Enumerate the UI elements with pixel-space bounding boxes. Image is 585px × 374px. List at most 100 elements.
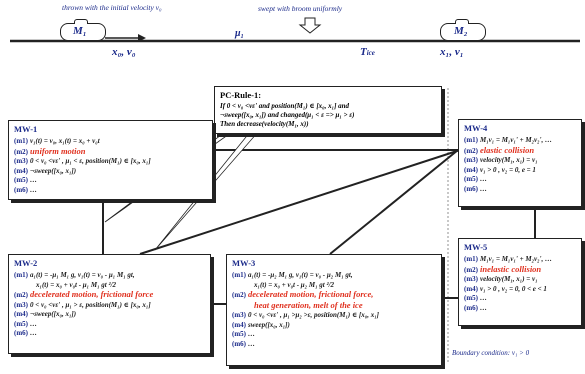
stone-m2-handle — [455, 19, 469, 24]
mw1-row: (m3)0 < v₀ <vε' , μ₁ < ε, position(M₁) ∈… — [14, 157, 207, 167]
mw1-row: (m4)¬sweep([x₀, x₁]) — [14, 167, 207, 177]
pc-rule-line: ¬sweep([x₀, x₁]) and changed(μ₁ < ε => μ… — [220, 111, 355, 119]
row-tag: (m1) — [14, 271, 28, 279]
mw2-row: (m5)… — [14, 320, 205, 330]
mw1-row: (m2)uniform motion — [14, 147, 207, 158]
row-tag: (m5) — [232, 330, 246, 338]
mw5-row: (m3)velocity(M₁, x₁) = v₁ — [464, 275, 576, 285]
mw1-row: (m5)… — [14, 176, 207, 186]
mw-1-box: MW-1 (m1)v₁(t) = v₀, x₁(t) = x₀ + v₀t(m2… — [8, 120, 213, 200]
row-tag: (m2) — [232, 291, 246, 299]
mw5-row: (m2)inelastic collision — [464, 265, 576, 276]
mw3-row: (m4)sweep([x₀, x₁]) — [232, 321, 436, 331]
row-tag: (m6) — [232, 339, 246, 348]
mw-5-title: MW-5 — [464, 242, 488, 252]
stone-m2: M₂ — [440, 23, 486, 41]
mw2-row: x₁(t) = x₀ + v₀t - μ₁ M₁ gt ²/2 — [14, 281, 205, 291]
pc-rule-line: Then decrease(velocity(M₁, x)) — [220, 120, 309, 128]
row-text: M₁v₁ = M₁v₁' + M₂v₂', … — [480, 255, 553, 263]
row-tag: (m4) — [14, 310, 28, 318]
row-text: sweep([x₀, x₁]) — [248, 320, 290, 329]
row-tag: (m3) — [14, 300, 28, 309]
mw4-row: (m4)v₁ > 0 , v₂ = 0, e = 1 — [464, 166, 576, 176]
row-tag: (m4) — [232, 320, 246, 329]
row-tag: (m1) — [464, 136, 478, 144]
mw2-row: (m1)a₁(t) = -μ₁ M₁ g, v₁(t) = v₀ - μ₁ M₁… — [14, 271, 205, 281]
start-position-label: x₀, v₀ — [112, 46, 136, 58]
row-tag: (m3) — [464, 275, 478, 283]
row-text: 0 < v₀ <vε' , μ₁ >μ₂ >ε, position(M₁) ∈ … — [248, 311, 379, 319]
row-text: … — [248, 339, 255, 348]
row-text: inelastic collision — [480, 264, 542, 274]
initial-velocity-caption: thrown with the initial velocity v₀ — [62, 3, 162, 12]
row-tag: (m6) — [464, 303, 478, 312]
row-text: v₁(t) = v₀, x₁(t) = x₀ + v₀t — [30, 137, 100, 145]
mw-4-title: MW-4 — [464, 123, 488, 133]
row-tag: (m5) — [14, 176, 28, 184]
row-tag: (m1) — [232, 271, 246, 279]
boundary-condition-label: Boundary condition: v₁ > 0 — [452, 349, 530, 357]
mw5-row: (m1)M₁v₁ = M₁v₁' + M₂v₂', … — [464, 255, 576, 265]
row-text: decelerated motion, frictional force, — [248, 290, 374, 299]
row-text: v₁ > 0 , v₂ = 0, 0 < e < 1 — [480, 284, 547, 293]
mw5-row: (m5)… — [464, 294, 576, 304]
mw4-row: (m1)M₁v₁ = M₁v₁' + M₂v₂', … — [464, 136, 576, 146]
row-text: a₁(t) = -μ₁ M₁ g, v₁(t) = v₀ - μ₁ M₁ gt, — [30, 271, 135, 279]
row-text: velocity(M₁, x₁) = v₁ — [480, 156, 538, 164]
row-text: … — [30, 329, 37, 337]
row-text: … — [480, 294, 487, 302]
row-tag: (m3) — [232, 311, 246, 319]
row-tag: (m6) — [14, 329, 28, 337]
row-text: … — [30, 319, 37, 328]
pc-rule-box: PC-Rule-1: If 0 < v₀ <vε' and position(M… — [214, 86, 442, 134]
row-tag: (m1) — [464, 255, 478, 263]
stone-m2-label: M₂ — [454, 25, 468, 37]
mw5-row: (m6)… — [464, 304, 576, 314]
friction-coefficient-label: μ₁ — [235, 28, 245, 39]
row-tag: (m2) — [464, 265, 478, 274]
mw3-row: heat generation, melt of the ice — [232, 301, 436, 312]
ice-temperature-symbol: T — [360, 46, 367, 58]
stone-m1-handle — [74, 19, 88, 24]
row-tag: (m6) — [14, 185, 28, 194]
row-tag: (m2) — [464, 146, 478, 155]
mw3-row: (m6)… — [232, 340, 436, 350]
row-text: a₁(t) = -μ₂ M₁ g, v₁(t) = v₀ - μ₂ M₁ gt, — [248, 271, 353, 279]
row-text: x₁(t) = x₀ + v₀t - μ₁ M₁ gt ²/2 — [36, 280, 117, 289]
mw5-row: (m4)v₁ > 0 , v₂ = 0, 0 < e < 1 — [464, 285, 576, 295]
row-text: heat generation, melt of the ice — [254, 300, 363, 310]
row-tag: (m3) — [464, 156, 478, 164]
row-tag: (m6) — [464, 184, 478, 193]
row-text: elastic collision — [480, 145, 535, 155]
row-text: decelerated motion, frictional force — [30, 290, 154, 299]
pc-rule-line: If 0 < v₀ <vε' and position(M₁) ∈ [x₀, x… — [220, 102, 350, 110]
row-text: M₁v₁ = M₁v₁' + M₂v₂', … — [480, 136, 553, 144]
mw2-row: (m2)decelerated motion, frictional force — [14, 290, 205, 301]
mw4-row: (m3)velocity(M₁, x₁) = v₁ — [464, 156, 576, 166]
mw-3-box: MW-3 (m1)a₁(t) = -μ₂ M₁ g, v₁(t) = v₀ - … — [226, 254, 442, 366]
row-text: v₁ > 0 , v₂ = 0, e = 1 — [480, 165, 536, 174]
row-text: ¬sweep([x₀, x₁]) — [30, 310, 77, 318]
mw-4-box: MW-4 (m1)M₁v₁ = M₁v₁' + M₂v₂', …(m2)elas… — [458, 119, 582, 207]
mw1-row: (m1)v₁(t) = v₀, x₁(t) = x₀ + v₀t — [14, 137, 207, 147]
mw3-row: (m5)… — [232, 330, 436, 340]
mw3-row: (m2)decelerated motion, frictional force… — [232, 290, 436, 301]
stone-m1-label: M₁ — [73, 25, 87, 37]
row-text: … — [248, 330, 255, 338]
row-text: … — [480, 184, 487, 193]
end-position-label: x₁, v₁ — [440, 46, 464, 58]
row-tag: (m1) — [14, 137, 28, 145]
row-tag: (m4) — [14, 166, 28, 175]
ice-temperature-label: Tice — [360, 46, 375, 58]
mw3-row: (m1)a₁(t) = -μ₂ M₁ g, v₁(t) = v₀ - μ₂ M₁… — [232, 271, 436, 281]
mw-2-title: MW-2 — [14, 258, 38, 268]
mw-3-title: MW-3 — [232, 258, 256, 268]
row-text: velocity(M₁, x₁) = v₁ — [480, 275, 538, 283]
ice-temperature-subscript: ice — [366, 49, 375, 57]
row-text: 0 < v₀ <vε' , μ₁ > ε, position(M₁) ∈ [x₀… — [30, 300, 151, 309]
row-text: … — [480, 303, 487, 312]
mw3-row: x₁(t) = x₀ + v₀t - μ₂ M₁ gt ²/2 — [232, 281, 436, 291]
mw-2-box: MW-2 (m1)a₁(t) = -μ₁ M₁ g, v₁(t) = v₀ - … — [8, 254, 211, 354]
mw4-row: (m2)elastic collision — [464, 146, 576, 157]
row-tag: (m3) — [14, 157, 28, 165]
